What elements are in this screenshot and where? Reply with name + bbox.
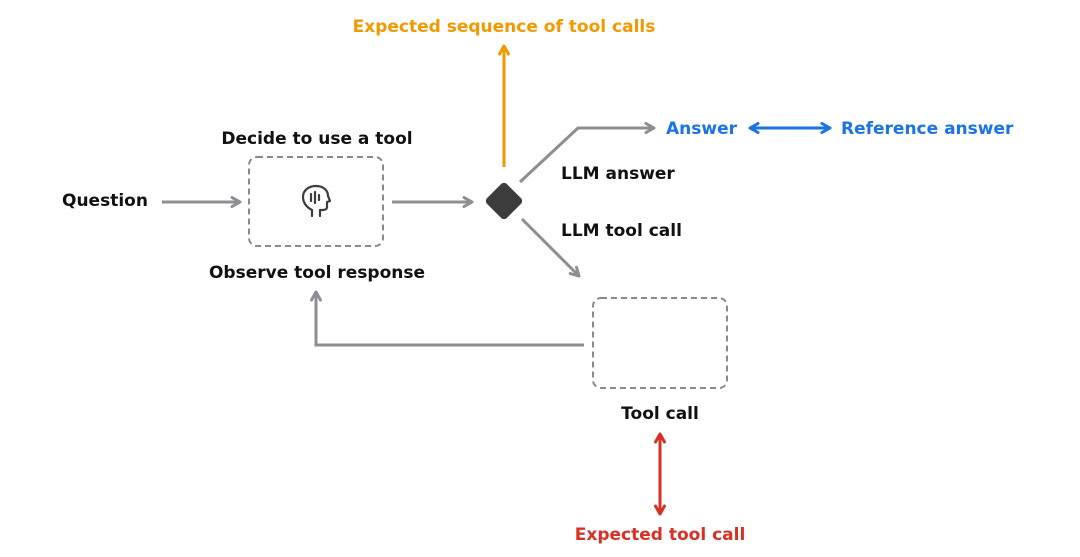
decide-label: Decide to use a tool <box>221 129 412 149</box>
expected-sequence-label: Expected sequence of tool calls <box>353 17 656 37</box>
head-profile-icon <box>301 184 332 218</box>
tool-to-agent-return-arrow <box>310 290 584 347</box>
reference-answer-label: Reference answer <box>841 119 1014 139</box>
observe-label: Observe tool response <box>209 263 425 283</box>
llm-answer-label: LLM answer <box>561 164 675 184</box>
question-label: Question <box>62 191 148 211</box>
answer-label: Answer <box>666 119 738 139</box>
diamond-decision-icon <box>485 182 523 220</box>
tool-box <box>592 297 728 389</box>
decision-to-tool-arrow <box>520 217 581 278</box>
tool-call-label: Tool call <box>621 404 699 424</box>
decision-to-answer-arrow <box>518 122 656 184</box>
expected-tool-call-label: Expected tool call <box>575 525 746 545</box>
agent-box <box>248 156 384 247</box>
llm-tool-call-label: LLM tool call <box>561 221 682 241</box>
